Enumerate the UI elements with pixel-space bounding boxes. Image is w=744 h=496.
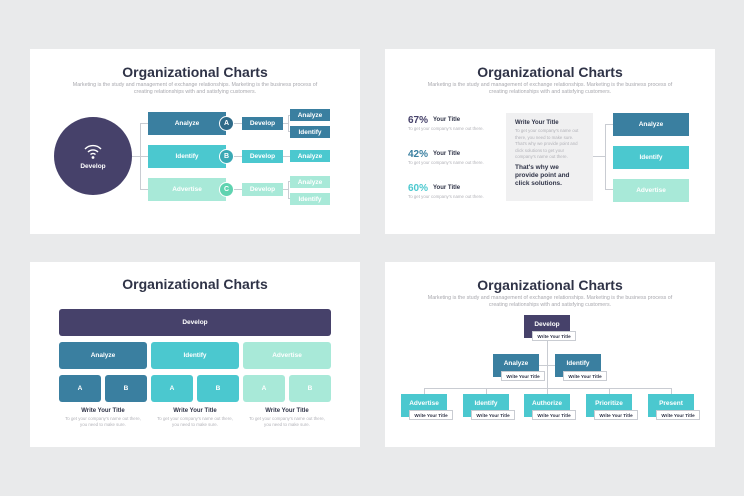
box-advertise: Advertise [613,179,689,202]
slide-2: Organizational Charts Marketing is the s… [385,49,715,234]
leaf-box: Identify [290,193,330,205]
mid-box: Develop [242,150,283,163]
card-body: To get your company's name out there, yo… [515,128,579,159]
column-desc: To get your company's name out there, yo… [65,416,141,427]
leaf-box: Identify [290,126,330,138]
center-circle: Develop [54,117,132,195]
row-box-analyze: Analyze [148,112,226,135]
mid-box: Develop [242,183,283,196]
mid-box: Develop [242,117,283,130]
center-label: Develop [80,163,106,170]
slide-subtitle: Marketing is the study and management of… [72,82,318,95]
stat-title: Your Title [433,117,461,123]
root-caption: Write Your Title [532,331,576,341]
letter-badge-c: C [219,182,234,197]
stat-percent: 67% [408,115,429,126]
card-title: Write Your Title [515,120,559,126]
row-box-advertise: Advertise [148,178,226,201]
info-card: Write Your Title To get your company's n… [506,113,593,201]
leaf-box: Analyze [290,109,330,121]
level2-caption: Write Your Title [563,371,607,381]
card-emphasis: That's why we provide point and click so… [515,163,570,187]
box-identify: Identify [613,146,689,169]
letter-badge-b: B [219,149,234,164]
slide-3: Organizational Charts Develop Analyze Id… [30,262,360,447]
level2-caption: Write Your Title [501,371,545,381]
slide-1: Organizational Charts Marketing is the s… [30,49,360,234]
stat-percent: 60% [408,183,429,194]
slide-title: Organizational Charts [477,277,623,293]
leaf-box: Analyze [290,176,330,188]
level3-caption: Write Your Title [594,410,638,420]
column-header: Identify [151,342,239,369]
column-header: Advertise [243,342,331,369]
letter-badge-a: A [219,116,234,131]
slide-4: Organizational Charts Marketing is the s… [385,262,715,447]
stat-title: Your Title [433,151,461,157]
slide-title: Organizational Charts [122,64,268,80]
sub-box-b: B [105,375,147,402]
stat-percent: 42% [408,149,429,160]
column-desc: To get your company's name out there, yo… [157,416,233,427]
column-title: Write Your Title [265,408,309,414]
level3-caption: Write Your Title [409,410,453,420]
slide-title: Organizational Charts [477,64,623,80]
slide-subtitle: Marketing is the study and management of… [427,82,673,95]
stat-desc: To get your company's name out there. [408,160,484,165]
box-analyze: Analyze [613,113,689,136]
stat-desc: To get your company's name out there. [408,194,484,199]
slide-subtitle: Marketing is the study and management of… [427,295,673,308]
sub-box-b: B [197,375,239,402]
wifi-icon [84,144,102,159]
top-bar-develop: Develop [59,309,331,336]
stat-title: Your Title [433,185,461,191]
column-header: Analyze [59,342,147,369]
level3-caption: Write Your Title [471,410,515,420]
slide-title: Organizational Charts [122,276,268,292]
leaf-box: Analyze [290,150,330,162]
column-desc: To get your company's name out there, yo… [249,416,325,427]
column-title: Write Your Title [81,408,125,414]
sub-box-a: A [243,375,285,402]
row-box-identify: Identify [148,145,226,168]
sub-box-a: A [151,375,193,402]
sub-box-a: A [59,375,101,402]
level3-caption: Write Your Title [656,410,700,420]
level3-caption: Write Your Title [532,410,576,420]
column-title: Write Your Title [173,408,217,414]
sub-box-b: B [289,375,331,402]
stat-desc: To get your company's name out there. [408,126,484,131]
